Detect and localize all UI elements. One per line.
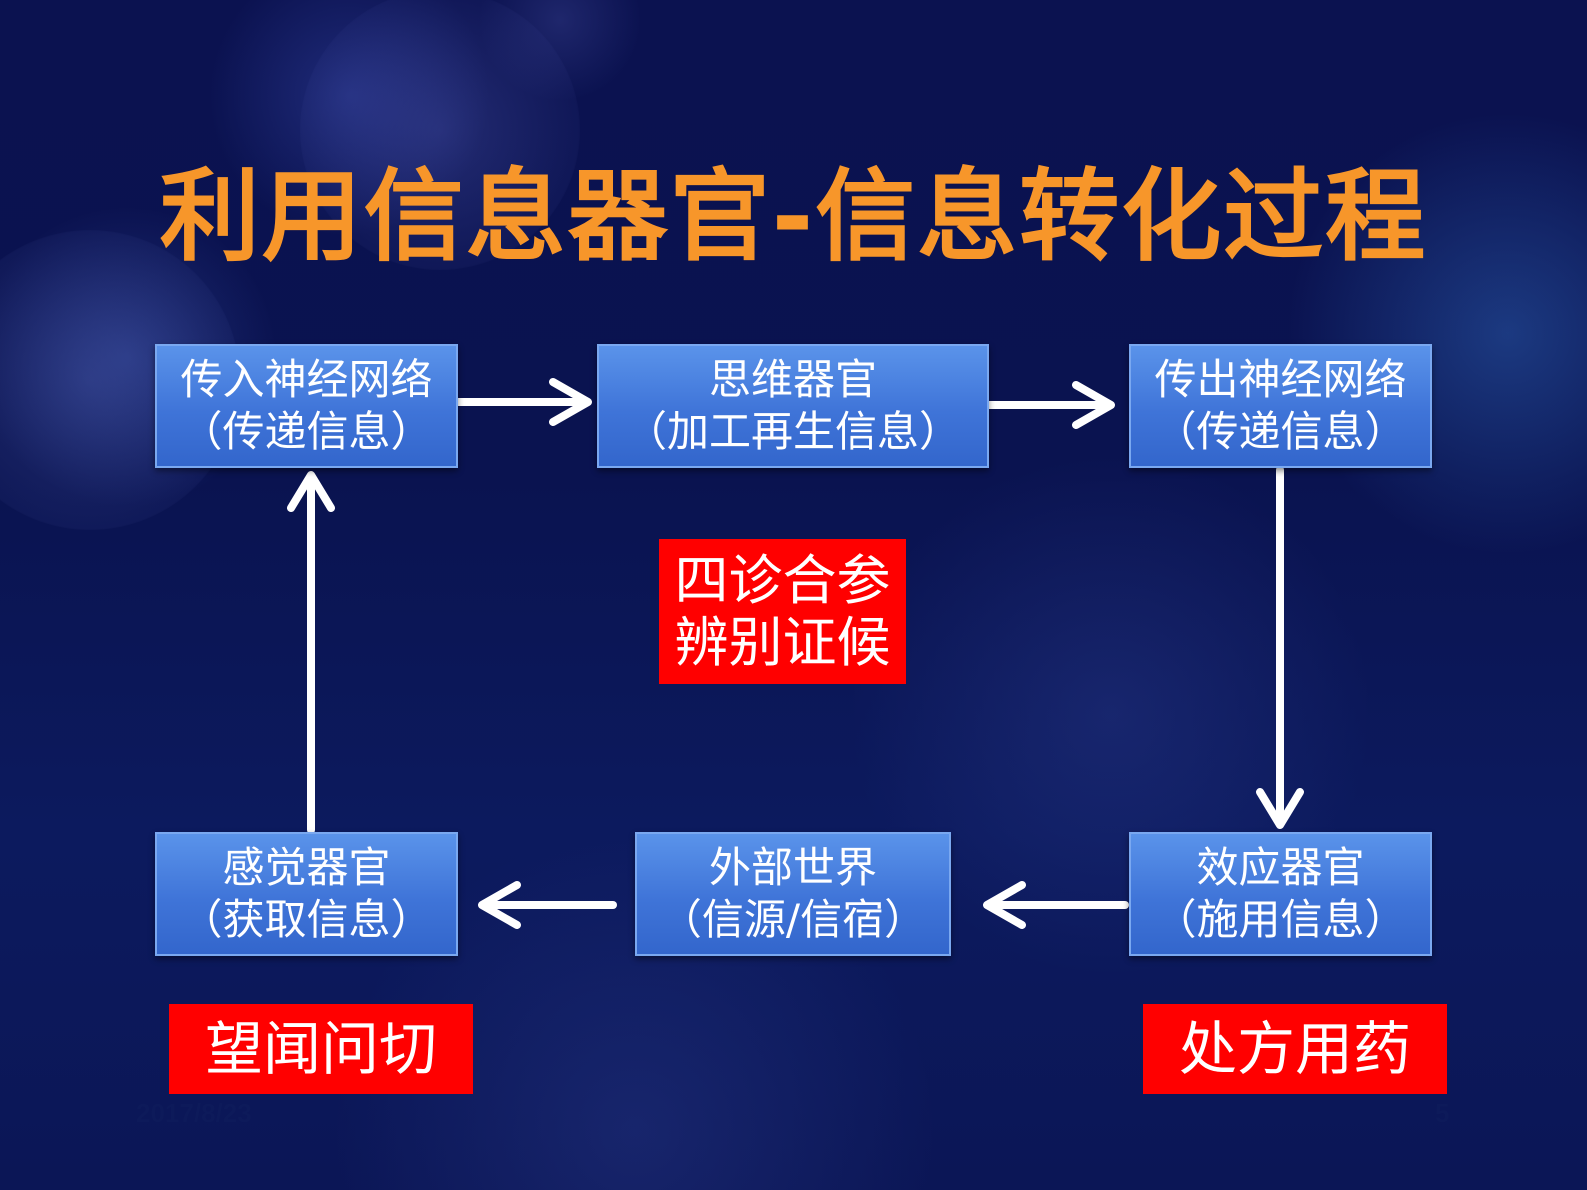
slide-number: 5 — [1435, 1098, 1450, 1128]
node-role: （获取信息） — [180, 895, 433, 944]
diagnosis-tag: 四诊合参 辨别证候 — [659, 539, 906, 684]
node-role: （加工再生信息） — [624, 407, 961, 456]
node-name: 效应器官 — [1196, 843, 1365, 892]
efferent-network-node: 传出神经网络 （传递信息） — [1129, 344, 1432, 468]
node-role: （信源/信宿） — [659, 895, 927, 944]
effector-organ-node: 效应器官 （施用信息） — [1129, 832, 1432, 956]
node-name: 传入神经网络 — [180, 355, 433, 404]
node-name: 外部世界 — [708, 843, 877, 892]
prescription-tag: 处方用药 — [1143, 1004, 1447, 1094]
node-name: 感觉器官 — [222, 843, 391, 892]
node-name: 传出神经网络 — [1154, 355, 1407, 404]
node-role: （传递信息） — [180, 407, 433, 456]
sensory-organ-node: 感觉器官 （获取信息） — [155, 832, 458, 956]
node-role: （传递信息） — [1154, 407, 1407, 456]
node-role: （施用信息） — [1154, 895, 1407, 944]
external-world-node: 外部世界 （信源/信宿） — [635, 832, 951, 956]
slide-title: 利用信息器官-信息转化过程 — [159, 158, 1428, 275]
slide-date: 2017/8/23 — [136, 1098, 252, 1128]
thinking-organ-node: 思维器官 （加工再生信息） — [597, 344, 989, 468]
diagnosis-line2: 辨别证候 — [674, 610, 891, 674]
four-examinations-tag: 望闻问切 — [169, 1004, 473, 1094]
node-name: 思维器官 — [708, 355, 877, 404]
diagnosis-line1: 四诊合参 — [674, 548, 891, 612]
afferent-network-node: 传入神经网络 （传递信息） — [155, 344, 458, 468]
